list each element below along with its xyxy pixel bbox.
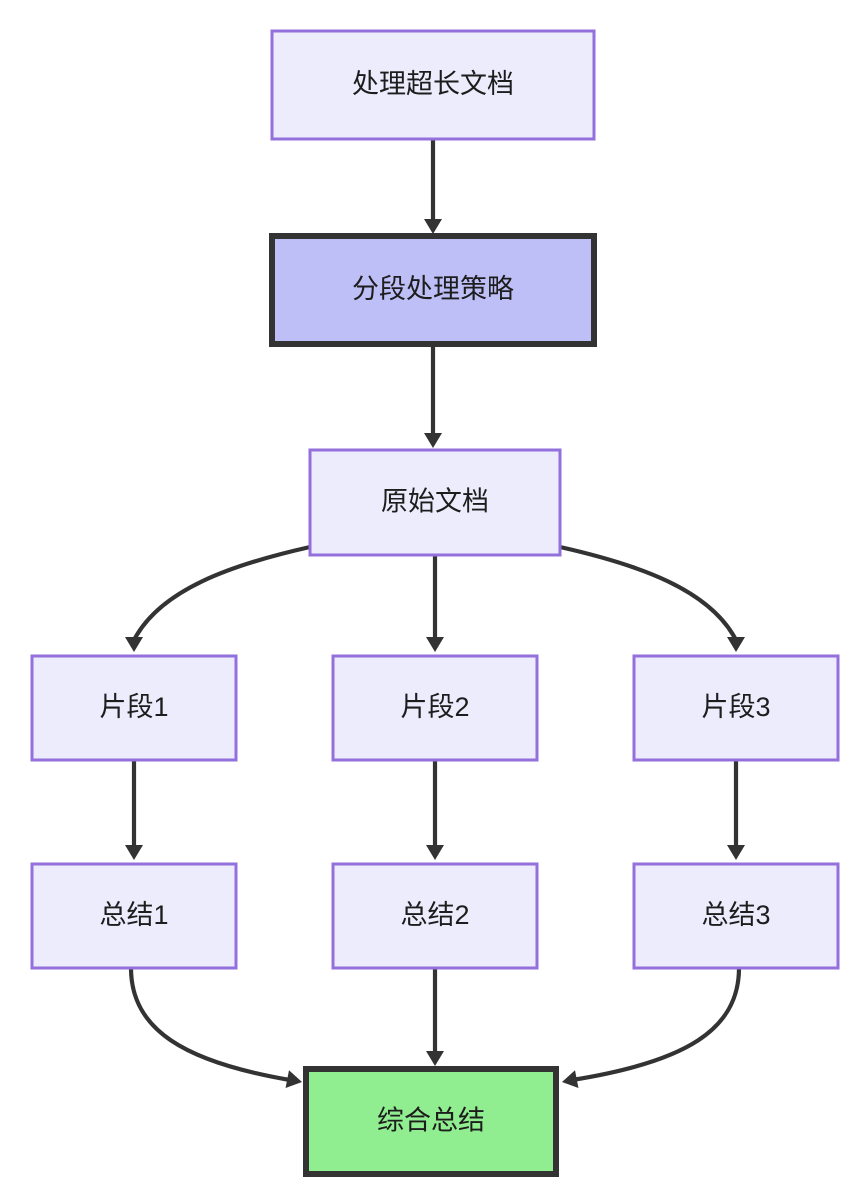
node-label-n2: 分段处理策略 bbox=[352, 274, 514, 304]
node-n9[interactable]: 总结3 bbox=[632, 862, 840, 970]
node-box-n5[interactable] bbox=[331, 654, 539, 762]
node-box-n6[interactable] bbox=[632, 654, 840, 762]
node-label-n10: 综合总结 bbox=[377, 1106, 485, 1136]
node-n5[interactable]: 片段2 bbox=[331, 654, 539, 762]
arrowhead-n8-n10 bbox=[426, 1051, 444, 1066]
edge-n3-to-n4 bbox=[132, 544, 311, 641]
node-n1[interactable]: 处理超长文档 bbox=[270, 29, 596, 141]
node-label-n1: 处理超长文档 bbox=[352, 69, 514, 99]
arrowhead-n4-n7 bbox=[125, 845, 143, 860]
node-box-n1[interactable] bbox=[270, 29, 596, 141]
node-label-n4: 片段1 bbox=[99, 692, 168, 722]
node-label-n5: 片段2 bbox=[400, 692, 469, 722]
node-label-n8: 总结2 bbox=[400, 900, 469, 930]
arrowhead-n3-n5 bbox=[426, 637, 444, 652]
node-n10[interactable]: 综合总结 bbox=[303, 1066, 559, 1177]
node-box-n9[interactable] bbox=[632, 862, 840, 970]
node-n7[interactable]: 总结1 bbox=[30, 862, 238, 970]
node-box-n7[interactable] bbox=[30, 862, 238, 970]
arrowhead-n6-n9 bbox=[727, 845, 745, 860]
edge-layer bbox=[128, 139, 742, 1083]
node-n4[interactable]: 片段1 bbox=[30, 654, 238, 762]
edge-n9-to-n10 bbox=[571, 967, 742, 1083]
arrowhead-n1-n2 bbox=[424, 219, 442, 234]
arrowhead-n3-n6 bbox=[727, 637, 745, 652]
node-n3[interactable]: 原始文档 bbox=[308, 448, 562, 557]
node-box-n3[interactable] bbox=[308, 448, 562, 557]
node-box-n8[interactable] bbox=[331, 862, 539, 970]
node-box-n2[interactable] bbox=[269, 233, 597, 347]
arrowhead-n9-n10 bbox=[562, 1070, 579, 1088]
node-box-n4[interactable] bbox=[30, 654, 238, 762]
node-label-n6: 片段3 bbox=[701, 692, 770, 722]
node-n6[interactable]: 片段3 bbox=[632, 654, 840, 762]
node-label-n7: 总结1 bbox=[99, 900, 168, 930]
arrowhead-n5-n8 bbox=[426, 845, 444, 860]
node-box-n10[interactable] bbox=[303, 1066, 559, 1177]
node-label-n3: 原始文档 bbox=[381, 487, 489, 517]
arrowhead-n3-n4 bbox=[125, 637, 143, 652]
arrowhead-n7-n10 bbox=[285, 1070, 302, 1088]
arrowhead-layer bbox=[125, 219, 745, 1088]
node-n2[interactable]: 分段处理策略 bbox=[269, 233, 597, 347]
edge-n7-to-n10 bbox=[128, 967, 291, 1083]
node-label-n9: 总结3 bbox=[701, 900, 770, 930]
edge-n3-to-n6 bbox=[559, 544, 738, 641]
arrowhead-n2-n3 bbox=[424, 433, 442, 448]
node-n8[interactable]: 总结2 bbox=[331, 862, 539, 970]
